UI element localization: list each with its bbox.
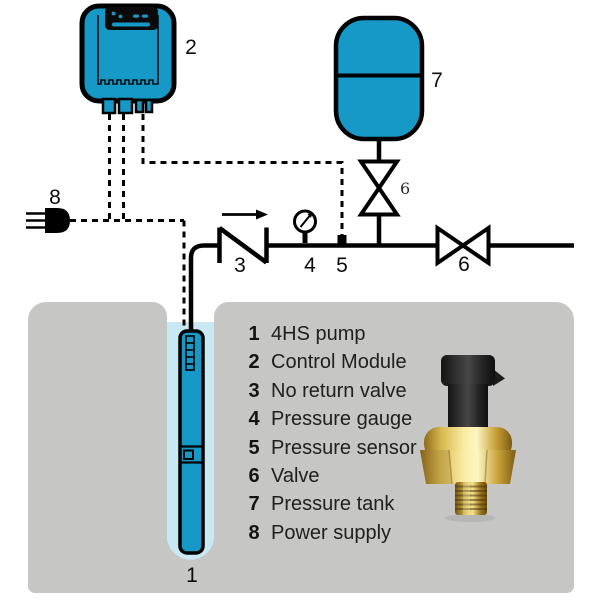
no-return-valve-symbol bbox=[217, 226, 269, 265]
legend-item-num: 6 bbox=[248, 465, 259, 487]
pump bbox=[178, 329, 205, 555]
callout-line-valve: 6 bbox=[458, 253, 470, 276]
riser-pipe bbox=[188, 243, 219, 333]
legend-item-num: 2 bbox=[248, 351, 259, 373]
legend-item-num: 7 bbox=[248, 493, 259, 515]
legend-row: 2 Control Module bbox=[248, 351, 406, 373]
sensor-tab bbox=[493, 369, 505, 386]
legend-item-label: Valve bbox=[271, 465, 320, 487]
legend-row: 8 Power supply bbox=[248, 522, 391, 544]
module-inner-outline bbox=[97, 15, 159, 85]
callout-pump: 1 bbox=[186, 564, 198, 587]
sensor-cap bbox=[441, 355, 495, 386]
legend-item-label: Power supply bbox=[271, 522, 391, 544]
sensor-hex-nut bbox=[420, 450, 516, 484]
pressure-tank-symbol bbox=[333, 15, 425, 142]
pressure-sensor-photo bbox=[420, 355, 516, 522]
pump-vent-slots bbox=[185, 335, 195, 371]
legend-item-num: 3 bbox=[248, 380, 259, 402]
callout-control-module: 2 bbox=[185, 36, 197, 59]
tank-valve-symbol bbox=[357, 159, 401, 217]
power-plug-icon bbox=[26, 208, 70, 233]
legend-item-num: 1 bbox=[248, 323, 259, 345]
legend-item-num: 8 bbox=[248, 522, 259, 544]
legend-item-label: Control Module bbox=[271, 351, 407, 373]
callout-no-return-valve: 3 bbox=[234, 254, 246, 277]
module-connectors bbox=[101, 97, 154, 115]
callout-power-supply: 8 bbox=[49, 186, 61, 209]
legend-item-label: Pressure gauge bbox=[271, 408, 412, 430]
legend-item-num: 4 bbox=[248, 408, 260, 430]
legend-row: 3 No return valve bbox=[248, 380, 406, 402]
callout-tank-valve: 6 bbox=[400, 179, 410, 198]
legend-item-label: No return valve bbox=[271, 380, 407, 402]
sensor-thread bbox=[455, 482, 487, 515]
pressure-gauge-symbol bbox=[293, 209, 317, 243]
callout-pressure-sensor: 5 bbox=[336, 254, 348, 277]
sensor-neck bbox=[448, 384, 488, 431]
legend-row: 1 4HS pump bbox=[248, 323, 365, 345]
legend: 1 4HS pump 2 Control Module 3 No return … bbox=[248, 323, 417, 544]
module-display bbox=[105, 7, 158, 30]
legend-row: 6 Valve bbox=[248, 465, 319, 487]
legend-row: 5 Pressure sensor bbox=[248, 437, 417, 459]
pump-mid-section bbox=[181, 445, 202, 464]
sensor-cable bbox=[141, 114, 344, 235]
legend-item-num: 5 bbox=[248, 437, 259, 459]
flow-arrow-icon bbox=[222, 209, 268, 220]
legend-row: 4 Pressure gauge bbox=[248, 408, 412, 430]
legend-row: 7 Pressure tank bbox=[248, 493, 395, 515]
callout-pressure-gauge: 4 bbox=[304, 254, 316, 277]
control-module bbox=[79, 3, 177, 115]
ground bbox=[28, 302, 574, 593]
legend-item-label: Pressure tank bbox=[271, 493, 395, 515]
pressure-sensor-symbol bbox=[337, 235, 347, 244]
callout-pressure-tank: 7 bbox=[431, 69, 443, 92]
line-valve-symbol bbox=[435, 224, 491, 267]
legend-item-label: 4HS pump bbox=[271, 323, 366, 345]
legend-item-label: Pressure sensor bbox=[271, 437, 417, 459]
